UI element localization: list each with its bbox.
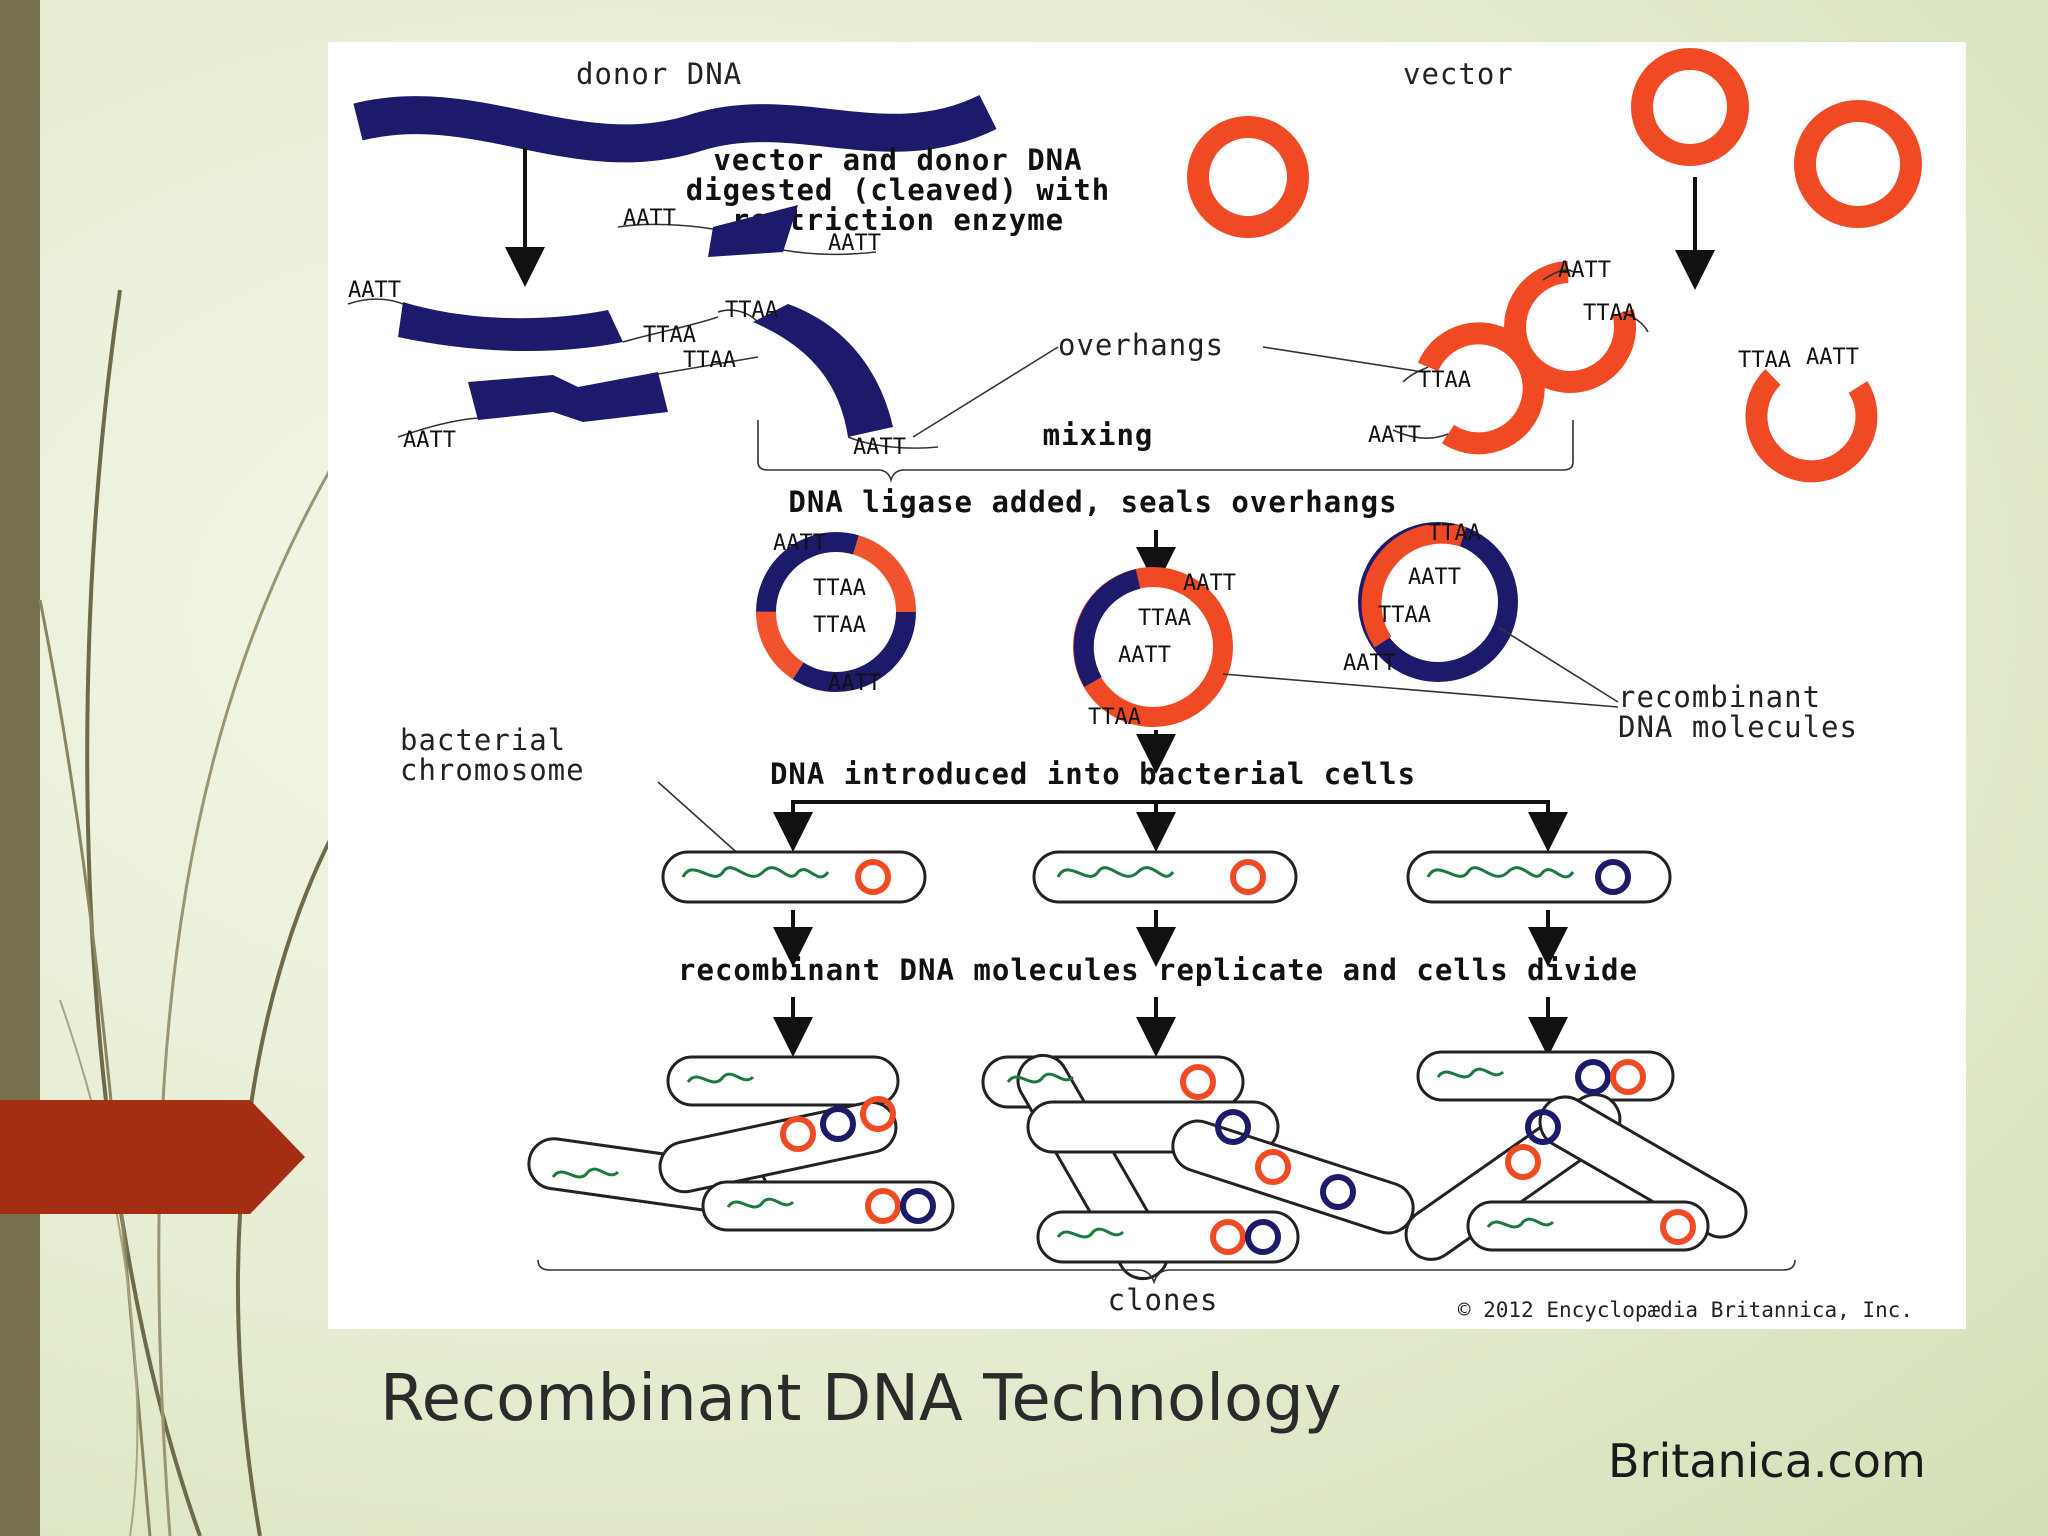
seq-ttaa: TTAA: [725, 298, 778, 323]
recombinant-dna-diagram: donor DNA vector vector and donor DNA di…: [347, 48, 1922, 1322]
overhangs-label: overhangs: [1058, 328, 1224, 362]
seq-aatt: AATT: [1806, 345, 1859, 370]
slide-title: Recombinant DNA Technology: [380, 1362, 1342, 1436]
recombinant-pointer: [1497, 626, 1619, 703]
source-credit: Britanica.com: [1608, 1434, 1926, 1488]
bacterial-label-line1: bacterial: [400, 723, 566, 757]
seq-ttaa: TTAA: [1738, 348, 1791, 373]
seq-aatt: AATT: [828, 231, 881, 256]
overhang-pointer: [912, 346, 1059, 438]
recombinant-rings: TTAA TTAA AATT AATT TTAA AATT AATT TTAA …: [756, 521, 1518, 730]
seq-aatt: AATT: [1368, 423, 1421, 448]
ligase-label: DNA ligase added, seals overhangs: [788, 485, 1397, 519]
seq-aatt: AATT: [1408, 565, 1461, 590]
left-accent-bar: [0, 0, 40, 1536]
seq-ttaa: TTAA: [1583, 301, 1636, 326]
introduced-label: DNA introduced into bacterial cells: [770, 757, 1416, 791]
recombinant-label-line2: DNA molecules: [1618, 710, 1858, 744]
recombinant-label-line1: recombinant: [1618, 680, 1821, 714]
seq-ttaa: TTAA: [1428, 521, 1481, 546]
branch-arrows: [773, 800, 1568, 852]
digest-text-line1: vector and donor DNA: [713, 143, 1082, 177]
seq-aatt: AATT: [623, 206, 676, 231]
clone-cluster-right: [1404, 1050, 1748, 1261]
seq-ttaa: TTAA: [1138, 606, 1191, 631]
accent-pentagon: [0, 1100, 305, 1214]
clones-brace: [537, 1259, 1796, 1285]
seq-aatt: AATT: [1183, 571, 1236, 596]
seq-aatt: AATT: [853, 435, 906, 460]
seq-ttaa: TTAA: [683, 348, 736, 373]
replicate-arrows: [773, 910, 1568, 967]
seq-aatt: AATT: [403, 428, 456, 453]
mixing-brace: [757, 420, 1574, 483]
clone-cluster-middle: [981, 1053, 1415, 1281]
seq-aatt: AATT: [1118, 643, 1171, 668]
seq-aatt: AATT: [348, 278, 401, 303]
bacterial-cells: [661, 850, 1672, 904]
vector-plasmids: [1187, 48, 1922, 238]
replicate-label: recombinant DNA molecules replicate and …: [678, 953, 1638, 987]
seq-aatt: AATT: [828, 671, 881, 696]
seq-aatt: AATT: [773, 531, 826, 556]
seq-ttaa: TTAA: [1378, 603, 1431, 628]
vector-label: vector: [1403, 57, 1514, 91]
copyright-text: © 2012 Encyclopædia Britannica, Inc.: [1458, 1298, 1913, 1322]
seq-ttaa: TTAA: [1088, 705, 1141, 730]
seq-aatt: AATT: [1558, 258, 1611, 283]
mixing-label: mixing: [1043, 418, 1154, 452]
seq-ttaa: TTAA: [1418, 368, 1471, 393]
seq-ttaa: TTAA: [813, 576, 866, 601]
overhang-pointer: [1262, 346, 1424, 373]
donor-dna-strand: [353, 94, 997, 163]
donor-dna-label: donor DNA: [576, 57, 742, 91]
bacterial-label-line2: chromosome: [400, 753, 585, 787]
seq-ttaa: TTAA: [813, 613, 866, 638]
open-vectors: [1417, 261, 1878, 483]
seq-aatt: AATT: [1343, 651, 1396, 676]
clones-label: clones: [1108, 1283, 1219, 1317]
diagram-figure: donor DNA vector vector and donor DNA di…: [328, 42, 1966, 1329]
donor-fragments: AATT AATT AATT TTAA AATT TTAA TTAA AATT: [347, 205, 939, 460]
recombinant-pointer: [1222, 673, 1619, 708]
digest-text-line2: digested (cleaved) with: [686, 173, 1111, 207]
clone-cluster-left: [527, 1055, 955, 1232]
replicate-arrows-lower: [773, 997, 1568, 1057]
seq-ttaa: TTAA: [643, 323, 696, 348]
vector-overhangs: TTAA AATT AATT TTAA TTAA AATT: [1368, 258, 1859, 448]
